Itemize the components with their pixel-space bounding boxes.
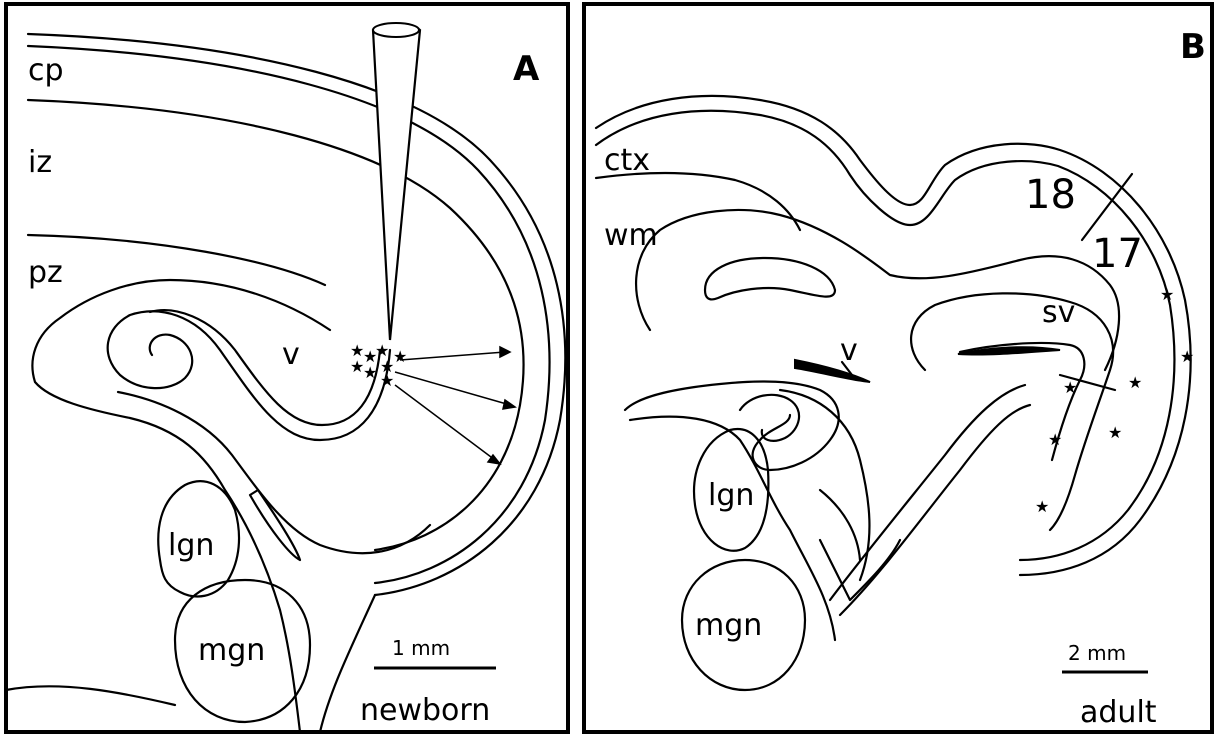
star-icon: ★ (1048, 430, 1062, 449)
star-icon: ★ (1128, 373, 1142, 392)
age-label-b: adult (1080, 695, 1157, 730)
scale-label-a: 1 mm (392, 636, 450, 660)
label-pz: pz (28, 255, 63, 290)
inner-white-matter-island (705, 258, 835, 299)
star-icon: ★ (1108, 423, 1122, 442)
pipette-tip-opening (373, 23, 419, 37)
label-v-b: v (840, 333, 858, 368)
scale-label-b: 2 mm (1068, 641, 1126, 665)
cortex-inner-surface (596, 111, 1174, 560)
panel-b-letter: B (1180, 27, 1206, 67)
label-mgn-a: mgn (198, 633, 265, 668)
star-icon: ★ (1035, 497, 1049, 516)
sv-sulcus-inner (960, 343, 1084, 460)
label-cp: cp (28, 53, 64, 88)
label-mgn-b: mgn (695, 608, 762, 643)
projection-arrows (395, 347, 515, 464)
ventricle-inner (150, 310, 380, 425)
wm-gyrus (636, 210, 1119, 370)
label-lgn-b: lgn (708, 478, 754, 513)
label-iz: iz (28, 145, 52, 180)
tract-inner (820, 490, 860, 560)
fold-v-shape (820, 540, 900, 600)
outer-pial-surface (28, 34, 565, 595)
star-icon: ★ (380, 371, 394, 390)
star-icon: ★ (1160, 285, 1174, 304)
ventricular-zone (118, 392, 430, 553)
age-label-a: newborn (360, 693, 490, 728)
lateral-ventricle-b (795, 360, 870, 382)
star-icon: ★ (1180, 347, 1194, 366)
label-area-18: 18 (1025, 172, 1076, 218)
star-icon: ★ (393, 347, 407, 366)
label-area-17: 17 (1092, 231, 1143, 277)
lower-white-matter-2 (830, 385, 1025, 600)
star-icon: ★ (1063, 378, 1077, 397)
panel-a-letter: A (513, 49, 540, 89)
brainstem-base-a (6, 686, 175, 705)
label-ctx: ctx (604, 143, 650, 178)
panel-b: ★ ★ ★ ★ ★ ★ ★ B ctx wm 18 17 sv v lgn mg… (584, 4, 1212, 732)
cp-iz-boundary (28, 100, 524, 550)
ventricle-outer (108, 311, 390, 440)
star-icon: ★ (363, 363, 377, 382)
label-sv: sv (1042, 295, 1075, 330)
iz-pz-boundary (28, 235, 325, 285)
panel-a: ★ ★ ★ ★ ★ ★ ★ ★ A cp iz pz v lgn mgn 1 m… (6, 4, 568, 732)
hippocampus-outline (625, 382, 839, 470)
label-lgn-a: lgn (168, 528, 214, 563)
label-wm: wm (604, 218, 658, 253)
cortex-outer-surface (596, 96, 1191, 575)
label-v-a: v (282, 337, 300, 372)
